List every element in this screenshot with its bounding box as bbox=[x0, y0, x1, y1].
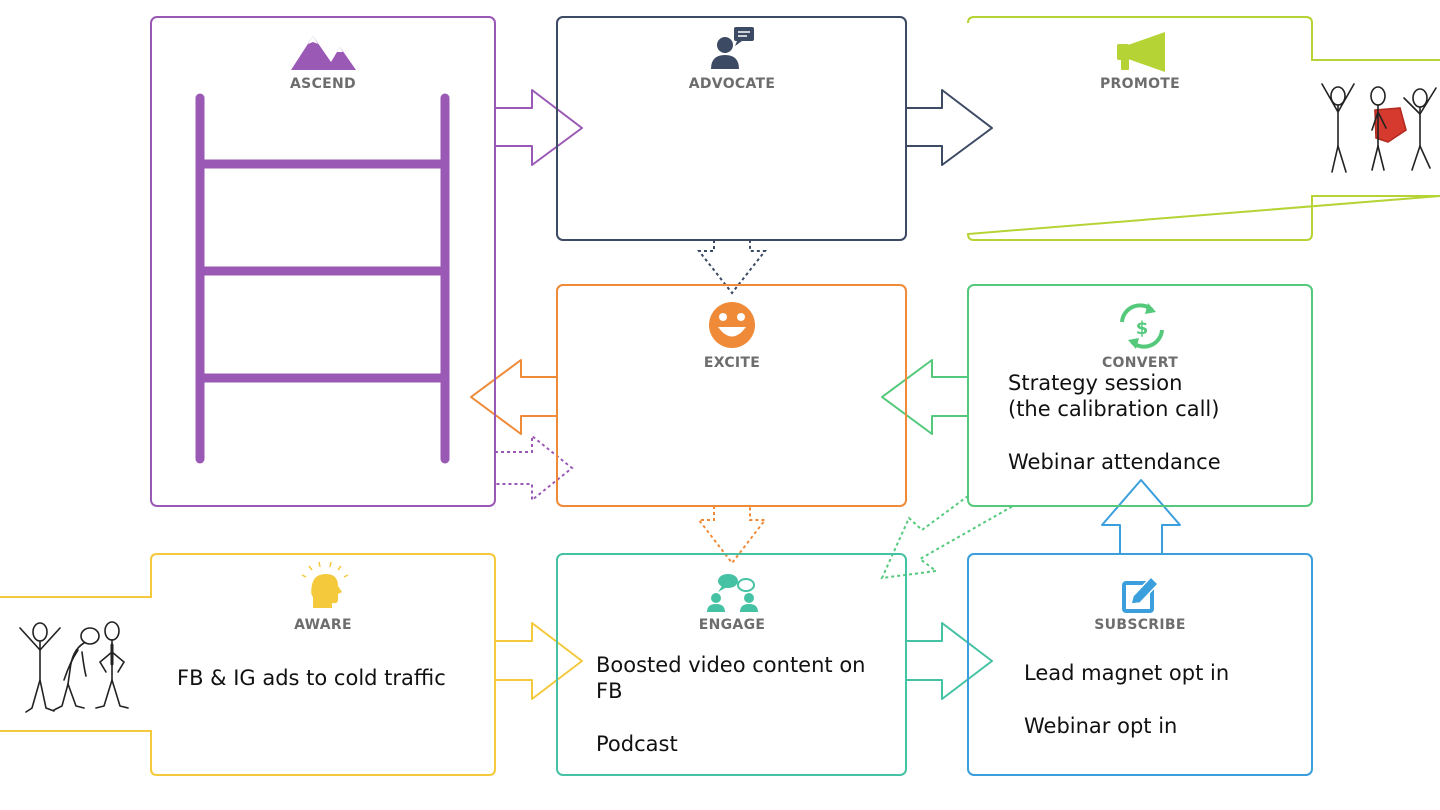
aware-item-ads: FB & IG ads to cold traffic bbox=[177, 666, 446, 690]
arrow-subscribe-to-convert bbox=[1101, 479, 1181, 554]
bored-stick-figures bbox=[19, 621, 129, 713]
engage-title: ENGAGE bbox=[699, 617, 765, 633]
advocate-title: ADVOCATE bbox=[689, 76, 775, 92]
promote-title: PROMOTE bbox=[1100, 76, 1180, 92]
arrow-ascend-to-excite bbox=[495, 433, 574, 503]
arrow-advocate-to-excite bbox=[696, 240, 768, 295]
edit-pencil-icon bbox=[1122, 575, 1160, 613]
convert-item-strategy-session: Strategy session bbox=[1008, 371, 1183, 395]
arrow-convert-to-excite bbox=[881, 359, 968, 435]
advocate-box bbox=[556, 16, 907, 241]
arrow-excite-to-engage bbox=[696, 506, 768, 565]
people-chat-icon bbox=[707, 574, 758, 612]
excite-title: EXCITE bbox=[704, 355, 760, 371]
arrow-convert-to-engage bbox=[880, 495, 1014, 580]
convert-box bbox=[967, 284, 1313, 507]
subscribe-item-webinar-opt-in: Webinar opt in bbox=[1024, 714, 1178, 738]
mountain-icon bbox=[291, 36, 356, 70]
cheering-stick-figures bbox=[1321, 83, 1437, 173]
smiley-icon bbox=[709, 302, 755, 348]
svg-text:$: $ bbox=[1136, 318, 1149, 339]
subscribe-item-lead-magnet: Lead magnet opt in bbox=[1024, 661, 1230, 685]
convert-item-webinar-attendance: Webinar attendance bbox=[1008, 450, 1221, 474]
arrow-excite-to-ascend bbox=[470, 359, 557, 435]
engage-box bbox=[556, 553, 907, 776]
aware-box bbox=[0, 553, 496, 776]
speaker-person-icon bbox=[711, 27, 754, 69]
dollar-cycle-icon: $ bbox=[1120, 303, 1164, 349]
arrow-ascend-to-advocate bbox=[495, 89, 583, 166]
subscribe-title: SUBSCRIBE bbox=[1094, 617, 1185, 633]
megaphone-icon bbox=[1117, 32, 1165, 72]
engage-item-fb: FB bbox=[596, 679, 623, 703]
engage-item-boosted-video: Boosted video content on bbox=[596, 653, 866, 677]
ascend-box bbox=[150, 16, 496, 507]
ascend-title: ASCEND bbox=[290, 76, 356, 92]
aware-title: AWARE bbox=[294, 617, 352, 633]
excite-box bbox=[556, 284, 907, 507]
promote-box bbox=[966, 16, 1440, 241]
engage-item-podcast: Podcast bbox=[596, 732, 678, 756]
arrow-aware-to-engage bbox=[495, 622, 583, 700]
head-lightbulb-icon bbox=[301, 561, 349, 608]
arrow-engage-to-subscribe bbox=[906, 622, 993, 700]
subscribe-box bbox=[967, 553, 1313, 776]
convert-item-calibration-call: (the calibration call) bbox=[1008, 397, 1220, 421]
convert-title: CONVERT bbox=[1102, 355, 1178, 371]
ladder-graphic bbox=[195, 93, 450, 464]
arrow-advocate-to-promote bbox=[906, 89, 993, 166]
